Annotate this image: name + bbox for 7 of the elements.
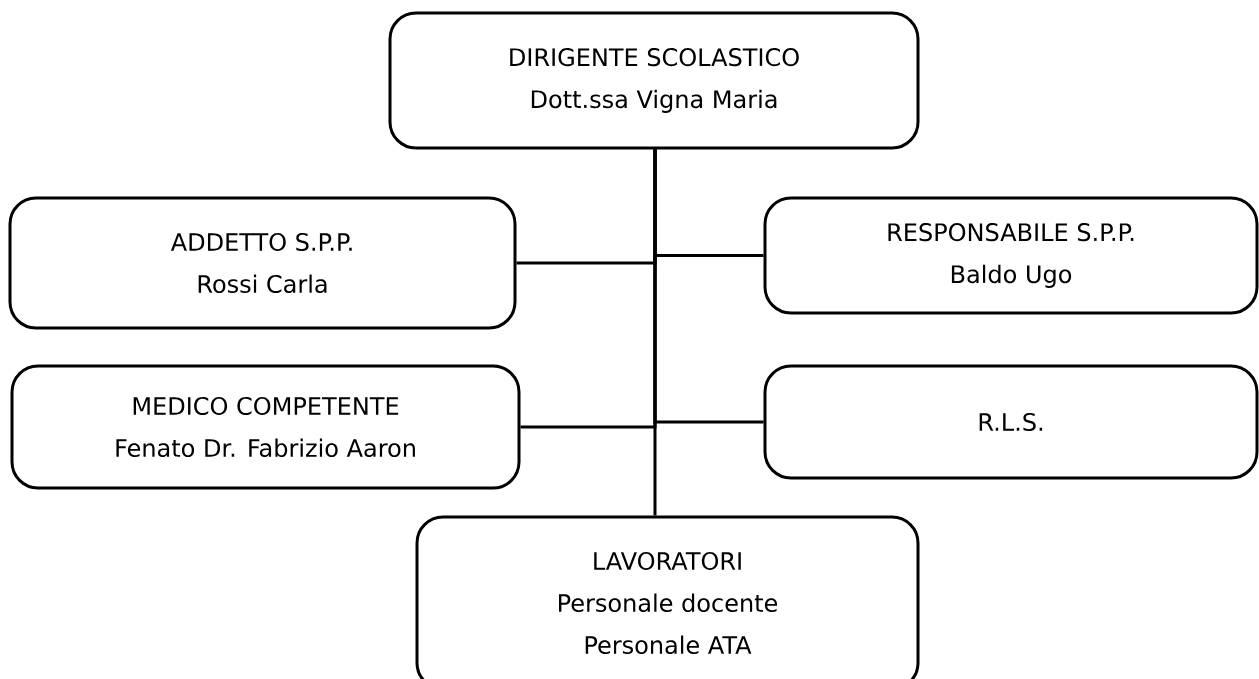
org-box: DIRIGENTE SCOLASTICO Dott.ssa Vigna Maria [388, 11, 920, 150]
org-box: MEDICO COMPETENTE Fenato Dr. Fabrizio Aaron [10, 364, 521, 490]
org-box: ADDETTO S.P.P. Rossi Carla [8, 196, 517, 330]
org-box: RESPONSABILE S.P.P. Baldo Ugo [763, 196, 1259, 315]
org-box: LAVORATORI Personale docente Personale ATA [415, 515, 920, 679]
org-box: R.L.S. [763, 364, 1259, 480]
connector-line [653, 149, 764, 424]
